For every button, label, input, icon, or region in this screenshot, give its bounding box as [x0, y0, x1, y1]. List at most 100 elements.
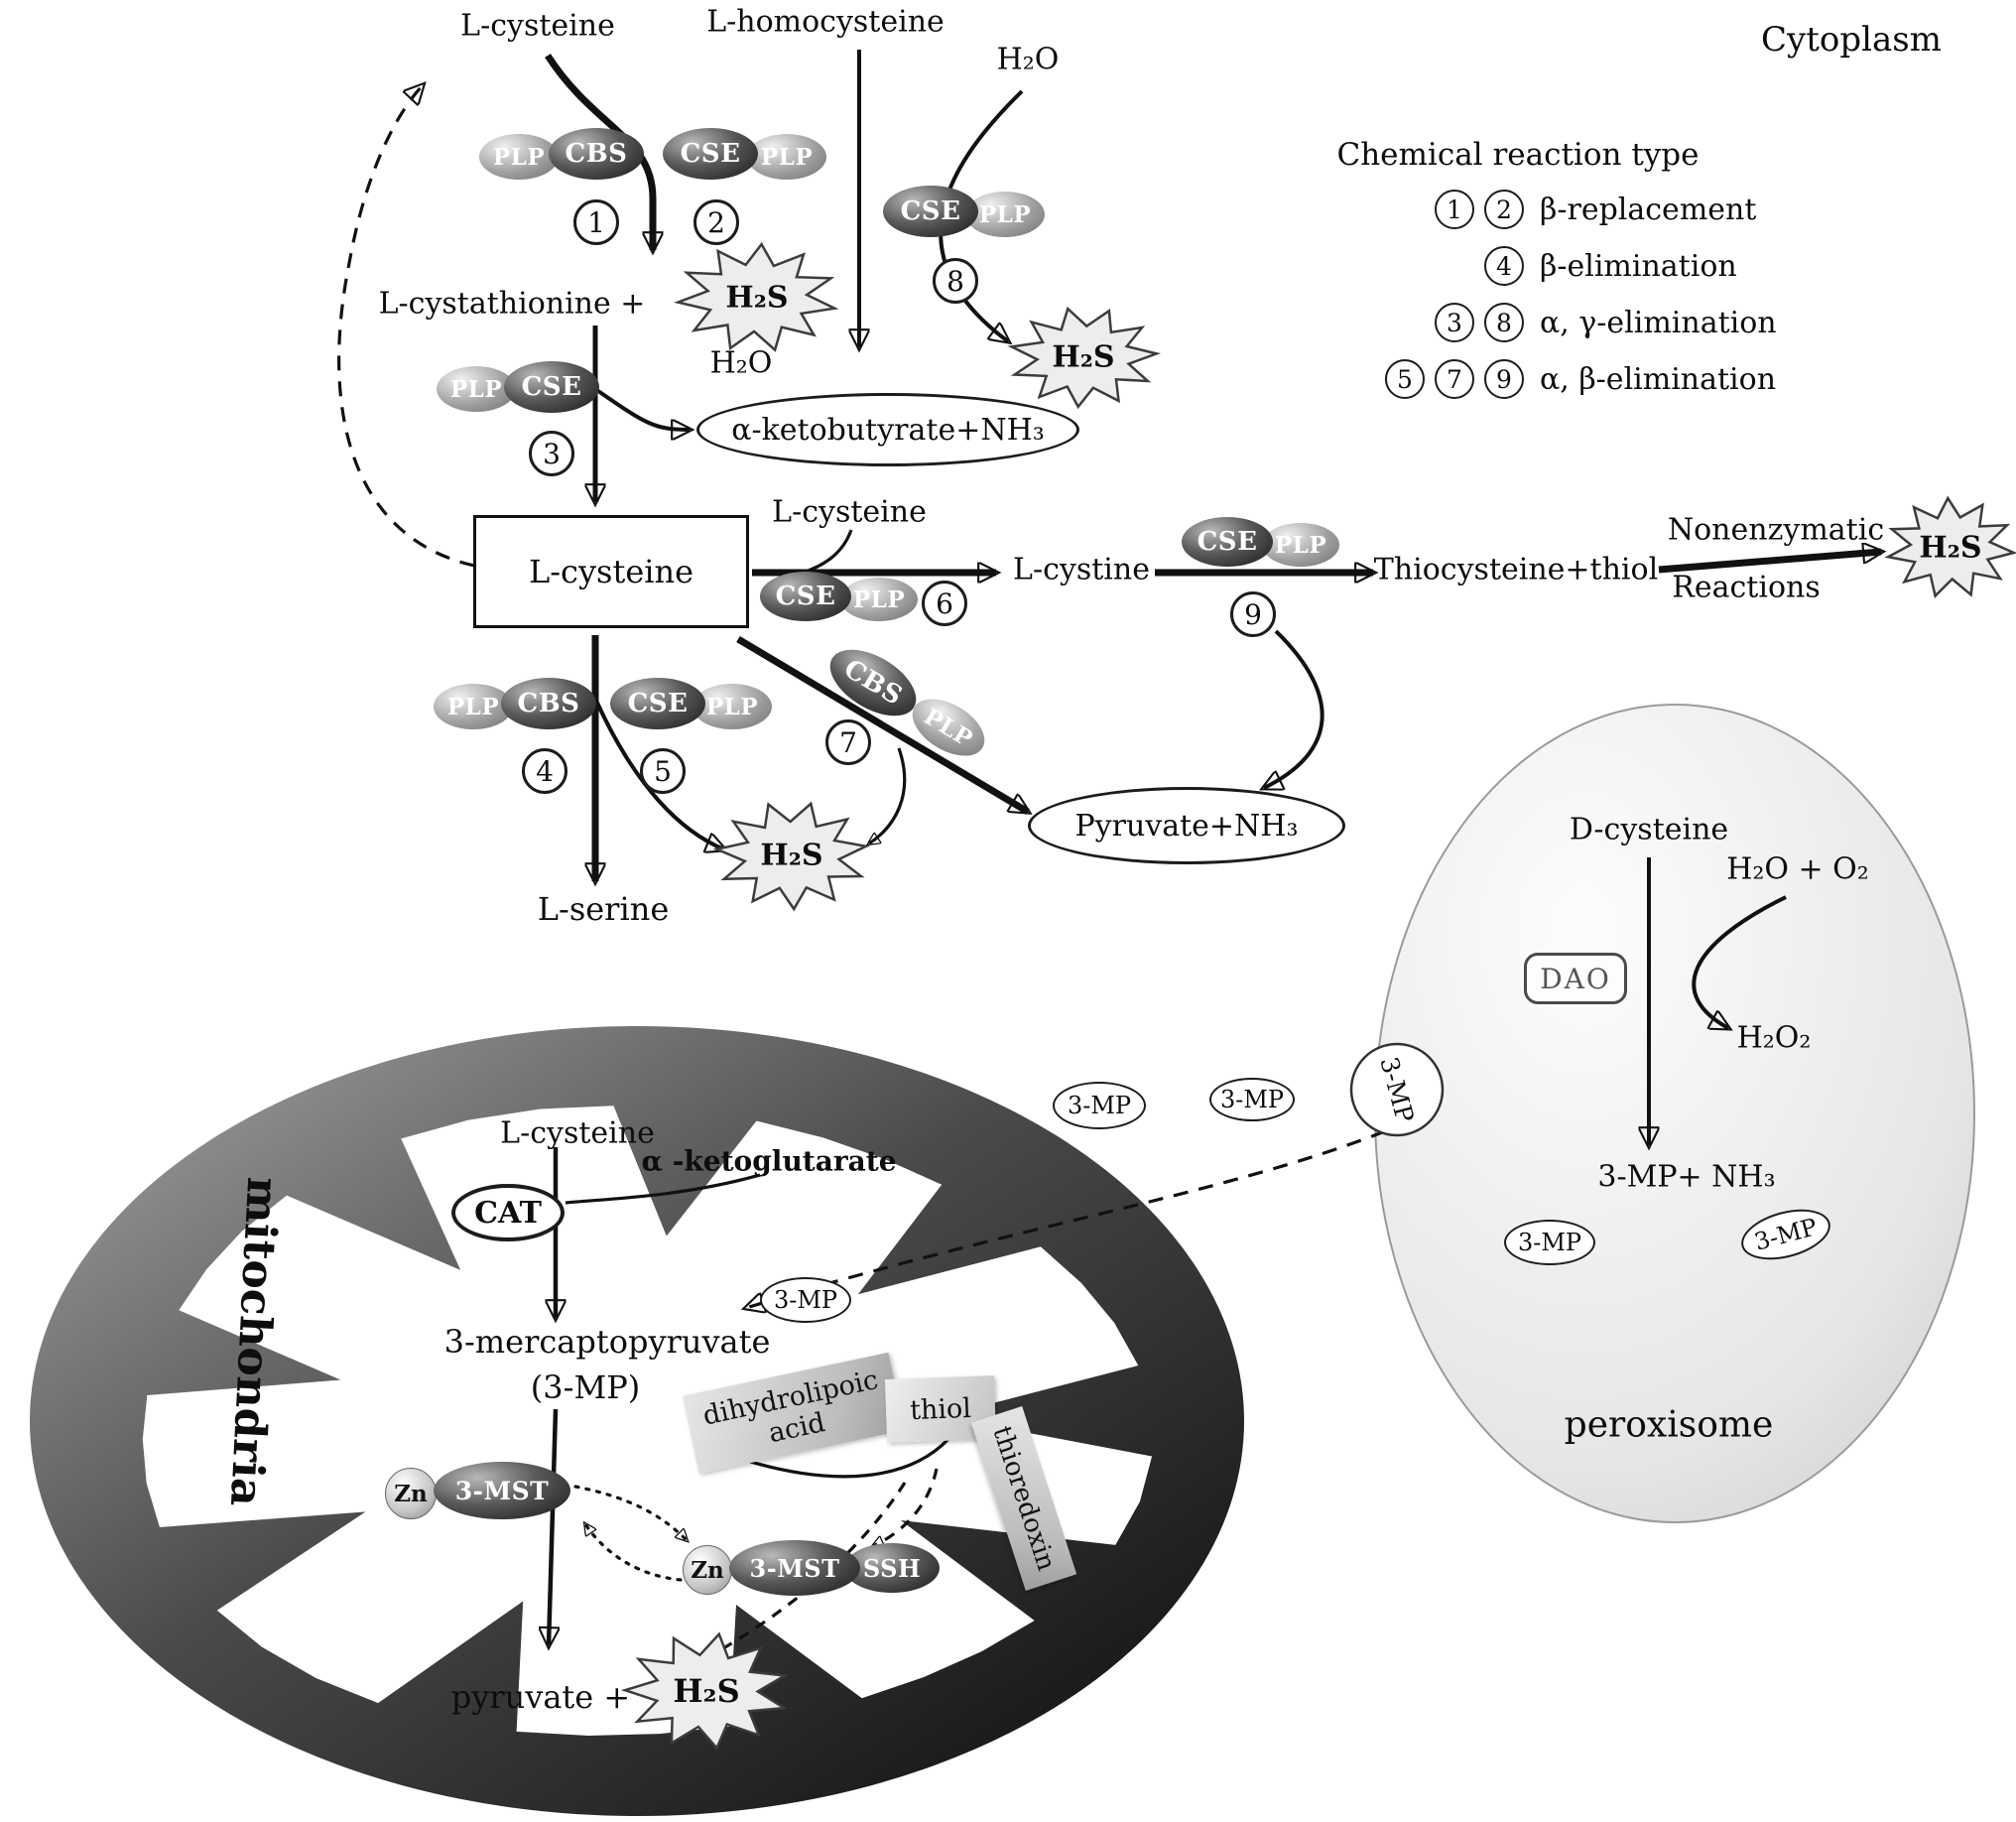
- curve-ketoglutarate-join: [565, 1173, 761, 1205]
- h2s-burst-mitochondria: [620, 1631, 789, 1751]
- l-cysteine-top-label: L-cysteine: [460, 8, 615, 44]
- cytoplasm-region-label: Cytoplasm: [1761, 20, 1942, 60]
- plp-pill-4: PLP: [434, 684, 513, 729]
- h2o2-label: H₂O₂: [1736, 1020, 1812, 1056]
- h2s-burst-nonenzymatic: [1884, 495, 2016, 598]
- plp-pill-5: PLP: [693, 684, 772, 729]
- 3mp-oval-mito: 3-MP: [760, 1277, 851, 1323]
- legend-num-1: 1: [1435, 190, 1474, 229]
- l-cysteine-mito-label: L-cysteine: [500, 1115, 655, 1151]
- l-cystine-label: L-cystine: [1013, 552, 1150, 587]
- 3mp-nh3-label: 3-MP+ NH₃: [1597, 1159, 1776, 1195]
- cbs-pill-4: CBS: [501, 678, 596, 729]
- l-cysteine-right-label: L-cysteine: [772, 494, 927, 530]
- 3mst-pill-1: 3-MST: [434, 1462, 570, 1519]
- dashed-feedback-to-top: [337, 85, 475, 568]
- d-cysteine-label: D-cysteine: [1569, 812, 1729, 847]
- legend-label-2: β-elimination: [1540, 248, 1737, 284]
- 3mst-pill-2: 3-MST: [729, 1540, 860, 1596]
- l-cysteine-box: L-cysteine: [473, 515, 749, 628]
- h2o-top-label: H₂O: [996, 42, 1060, 77]
- cse-pill-8: CSE: [883, 186, 978, 237]
- plp-pill-1: PLP: [479, 134, 559, 180]
- curve-cysteine-join-step6: [805, 529, 853, 574]
- plp-pill-8: PLP: [965, 192, 1045, 237]
- h2o-mid-label: H₂O: [709, 345, 773, 381]
- step-2-circle: 2: [693, 199, 739, 245]
- legend-label-1: β-replacement: [1540, 192, 1757, 227]
- curve-step7-to-h2s-mid: [869, 747, 907, 844]
- cse-pill-9: CSE: [1182, 517, 1273, 567]
- pyruvate-plus-label: pyruvate +: [450, 1678, 631, 1716]
- step-3-circle: 3: [529, 431, 574, 476]
- cse-pill-2: CSE: [663, 128, 758, 180]
- h2s-label-8: H₂S: [1052, 339, 1115, 375]
- step-6-circle: 6: [922, 581, 967, 626]
- arrow-box-to-pyruvate: [736, 635, 1028, 816]
- arrow-thiocysteine-to-h2s: [1658, 552, 1881, 574]
- step-7-circle: 7: [825, 719, 871, 765]
- legend-row-2: 4 β-elimination: [1240, 246, 1796, 286]
- mercaptopyruvate-label-line2: (3-MP): [530, 1368, 641, 1406]
- h2o-o2-label: H₂O + O₂: [1726, 851, 1869, 887]
- legend-label-4: α, β-elimination: [1540, 361, 1777, 397]
- legend-num-4: 4: [1484, 246, 1524, 286]
- cse-pill-5: CSE: [610, 678, 705, 729]
- legend-num-9: 9: [1484, 359, 1524, 399]
- step-5-circle: 5: [640, 748, 686, 794]
- nonenzymatic-line2: Reactions: [1672, 570, 1821, 605]
- h2s-burst-reaction8: [1007, 306, 1162, 410]
- arrow-mp-to-pyruvate: [549, 1408, 556, 1645]
- h2s-label-nonenzymatic: H₂S: [1919, 530, 1982, 566]
- h2s-burst-serine: [712, 801, 870, 912]
- peroxisome-region-label: peroxisome: [1564, 1404, 1774, 1446]
- legend-row-1: 1 2 β-replacement: [1240, 190, 1796, 229]
- cat-enzyme-oval: CAT: [451, 1184, 565, 1241]
- legend-num-2: 2: [1484, 190, 1524, 229]
- h2s-label-serine: H₂S: [760, 838, 823, 873]
- l-cystathionine-label: L-cystathionine +: [378, 286, 646, 322]
- legend: Chemical reaction type 1 2 β-replacement…: [1240, 137, 1796, 416]
- cse-pill-6: CSE: [760, 572, 851, 621]
- 3mp-transport-oval-2: 3-MP: [1209, 1078, 1295, 1121]
- curve-cofactor-bracket: [733, 1437, 950, 1479]
- cbs-pill-1: CBS: [549, 128, 644, 180]
- legend-num-3: 3: [1435, 303, 1474, 342]
- dotted-mst-exchange-up: [585, 1524, 683, 1582]
- curve-step9-to-pyruvate: [1264, 629, 1324, 788]
- step-4-circle: 4: [522, 748, 567, 794]
- l-homocysteine-label: L-homocysteine: [706, 4, 945, 40]
- step-1-circle: 1: [573, 199, 619, 245]
- step-9-circle: 9: [1230, 591, 1276, 637]
- plp-pill-9: PLP: [1262, 523, 1339, 567]
- h2s-label-1: H₂S: [725, 280, 789, 316]
- 3mp-oval-perox-a: 3-MP: [1504, 1220, 1595, 1265]
- dotted-mst-exchange-down: [573, 1485, 687, 1540]
- mercaptopyruvate-label-line1: 3-mercaptopyruvate: [443, 1323, 771, 1361]
- 3mp-transport-oval-1: 3-MP: [1053, 1082, 1146, 1129]
- h2s-label-mito: H₂S: [673, 1672, 740, 1710]
- step-8-circle: 8: [933, 258, 978, 304]
- legend-num-8: 8: [1484, 303, 1524, 342]
- legend-row-4: 5 7 9 α, β-elimination: [1240, 359, 1796, 399]
- ssh-pill: SSH: [844, 1543, 940, 1593]
- plp-pill-2: PLP: [747, 134, 826, 180]
- h2s-burst-cystathionine: [674, 241, 839, 352]
- arrow-to-ketobutyrate: [593, 387, 690, 430]
- legend-row-3: 3 8 α, γ-elimination: [1240, 303, 1796, 342]
- legend-title: Chemical reaction type: [1336, 137, 1700, 173]
- legend-num-7: 7: [1435, 359, 1474, 399]
- curve-to-h2s-mid: [594, 700, 724, 849]
- dao-enzyme-box: DAO: [1524, 953, 1627, 1004]
- curve-dao-to-h2o2: [1692, 895, 1787, 1028]
- cse-pill-3: CSE: [504, 361, 599, 413]
- l-serine-label: L-serine: [537, 890, 670, 928]
- thiocysteine-label: Thiocysteine+thiol: [1373, 552, 1659, 587]
- ketoglutarate-label: α -ketoglutarate: [641, 1144, 897, 1178]
- zn-circle-1: Zn: [385, 1468, 437, 1519]
- legend-num-5: 5: [1385, 359, 1425, 399]
- pyruvate-ellipse: Pyruvate+NH₃: [1028, 787, 1345, 864]
- plp-pill-3: PLP: [437, 366, 516, 412]
